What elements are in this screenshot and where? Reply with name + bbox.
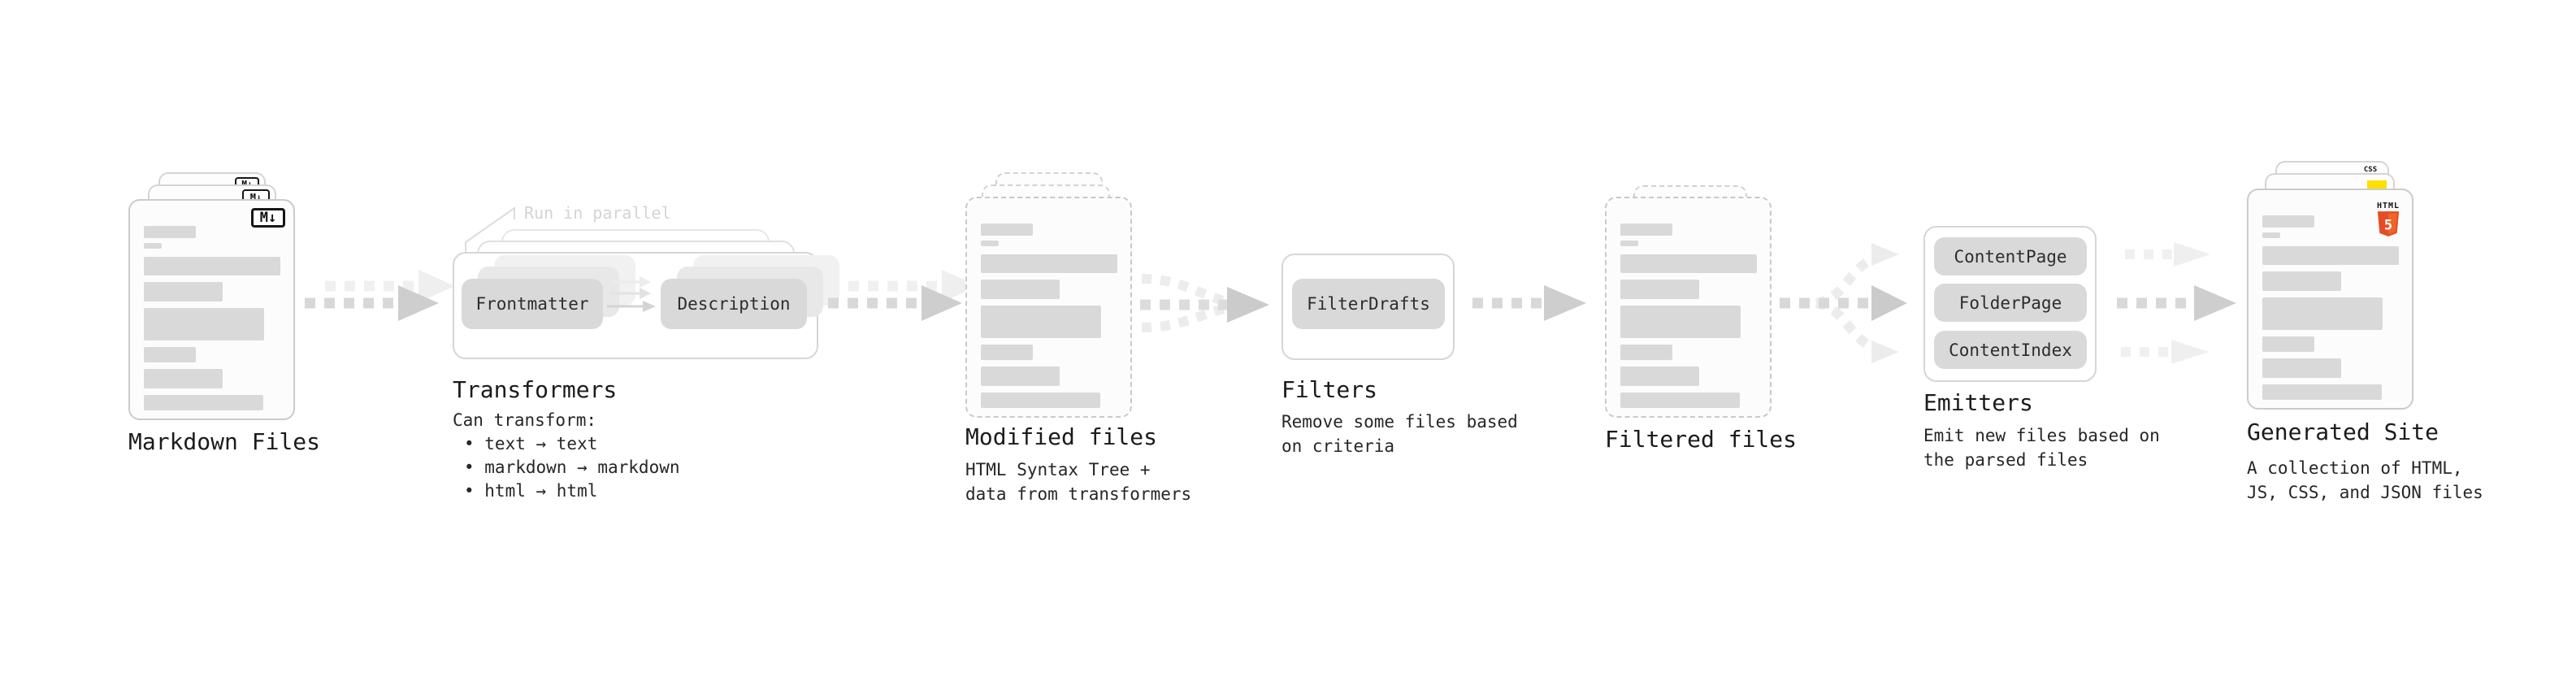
generated-desc-line: A collection of HTML, <box>2247 458 2463 478</box>
transformer-pill-frontmatter: Frontmatter <box>462 279 603 329</box>
generated-description: A collection of HTML, JS, CSS, and JSON … <box>2247 456 2483 505</box>
text-placeholder-bar <box>144 243 162 249</box>
text-placeholder-bar <box>2262 336 2314 352</box>
text-placeholder-bar <box>981 223 1033 236</box>
modified-desc-line: data from transformers <box>965 484 1192 504</box>
generated-file-card-html: HTML 5 <box>2247 189 2413 410</box>
transformers-bullet: • markdown → markdown <box>464 458 680 477</box>
text-placeholder-bar <box>1620 393 1740 408</box>
run-in-parallel-note: Run in parallel <box>524 203 671 223</box>
text-placeholder-bar <box>981 306 1101 338</box>
stage-label-generated-site: Generated Site <box>2247 419 2439 445</box>
run-in-parallel-callout-line <box>465 206 515 252</box>
filters-desc-line: on criteria <box>1281 436 1395 456</box>
arrow-light-layer <box>848 270 978 302</box>
text-placeholder-bar <box>981 367 1060 386</box>
stage-label-emitters: Emitters <box>1923 389 2033 416</box>
text-placeholder-bar <box>2262 232 2280 238</box>
arrow-dark-layer <box>305 285 439 321</box>
text-placeholder-bar <box>2262 297 2383 330</box>
generated-desc-line: JS, CSS, and JSON files <box>2247 483 2483 502</box>
flow-arrow-modified-to-filters-converge <box>1140 274 1269 332</box>
flow-arrow-transformers-to-modified <box>828 270 978 321</box>
text-placeholder-bar <box>144 257 280 275</box>
markdown-icon: M↓ <box>251 208 285 228</box>
emitter-pill-contentindex: ContentIndex <box>1934 331 2087 369</box>
stage-label-markdown-files: Markdown Files <box>128 428 321 455</box>
text-placeholder-bar <box>1620 254 1757 273</box>
text-placeholder-bar <box>981 393 1100 408</box>
emitters-description: Emit new files based on the parsed files <box>1923 423 2160 472</box>
filters-desc-line: Remove some files based <box>1281 412 1518 432</box>
emitter-pill-folderpage: FolderPage <box>1934 284 2087 322</box>
stage-label-transformers: Transformers <box>453 376 618 403</box>
arrow-dark-layer <box>2117 285 2236 321</box>
flow-arrow-markdown-to-transformers <box>305 270 455 321</box>
stage-label-modified-files: Modified files <box>965 423 1158 450</box>
flow-arrows-emitters-to-generated <box>2117 242 2236 364</box>
text-placeholder-bar <box>1620 345 1672 360</box>
text-placeholder-bar <box>2262 246 2399 265</box>
arrow-dark-layer <box>828 285 962 321</box>
text-placeholder-bar <box>1620 280 1699 299</box>
emitters-desc-line: the parsed files <box>1923 450 2088 470</box>
text-placeholder-bar <box>1620 367 1699 386</box>
arrow-light-layer <box>2125 242 2210 267</box>
text-placeholder-bar <box>2262 215 2314 228</box>
html5-icon: HTML 5 <box>2374 196 2402 241</box>
svg-text:5: 5 <box>2384 217 2392 233</box>
text-placeholder-bar <box>1620 306 1741 338</box>
transformers-bullet: • html → html <box>464 481 598 501</box>
filter-pill-filterdrafts: FilterDrafts <box>1292 279 1445 329</box>
text-placeholder-bar <box>981 241 999 246</box>
text-placeholder-bar <box>144 395 263 410</box>
text-placeholder-bar <box>981 280 1060 299</box>
text-placeholder-bar <box>144 369 223 388</box>
html5-shield: 5 <box>2377 211 2400 236</box>
stage-label-filtered-files: Filtered files <box>1605 426 1798 453</box>
text-placeholder-bar <box>144 282 223 301</box>
modified-description: HTML Syntax Tree + data from transformer… <box>965 458 1191 506</box>
text-placeholder-bar <box>144 308 264 340</box>
text-placeholder-bar <box>1620 241 1638 246</box>
flow-arrow-filters-to-filtered <box>1472 285 1586 321</box>
text-placeholder-bar <box>1620 223 1672 236</box>
transformers-desc-title: Can transform: <box>453 410 597 430</box>
text-placeholder-bar <box>144 347 196 362</box>
transformers-bullet: • text → text <box>464 434 598 453</box>
filters-description: Remove some files based on criteria <box>1281 410 1518 458</box>
html5-word: HTML <box>2376 202 2400 210</box>
modified-desc-line: HTML Syntax Tree + <box>965 460 1151 479</box>
transformers-description: Can transform: • text → text • markdown … <box>453 409 680 503</box>
text-placeholder-bar <box>2262 384 2382 400</box>
text-placeholder-bar <box>981 345 1033 360</box>
text-placeholder-bar <box>981 254 1117 273</box>
transformer-pill-description: Description <box>661 279 807 329</box>
parallel-transform-arrows-icon <box>607 276 656 312</box>
modified-file-card <box>965 197 1132 418</box>
stage-label-filters: Filters <box>1281 376 1378 403</box>
emitter-pill-contentpage: ContentPage <box>1934 237 2087 275</box>
flow-arrow-filtered-to-emitters-diverge <box>1780 243 1907 363</box>
text-placeholder-bar <box>144 226 196 238</box>
text-placeholder-bar <box>2262 358 2341 378</box>
markdown-file-card: M↓ <box>128 199 295 420</box>
css-badge-label: CSS <box>2363 166 2378 174</box>
text-placeholder-bar <box>2262 271 2341 291</box>
emitters-desc-line: Emit new files based on <box>1923 426 2160 445</box>
filtered-file-card <box>1605 197 1772 418</box>
arrow-light-layer <box>2121 340 2209 364</box>
arrow-light-layer <box>325 270 455 302</box>
